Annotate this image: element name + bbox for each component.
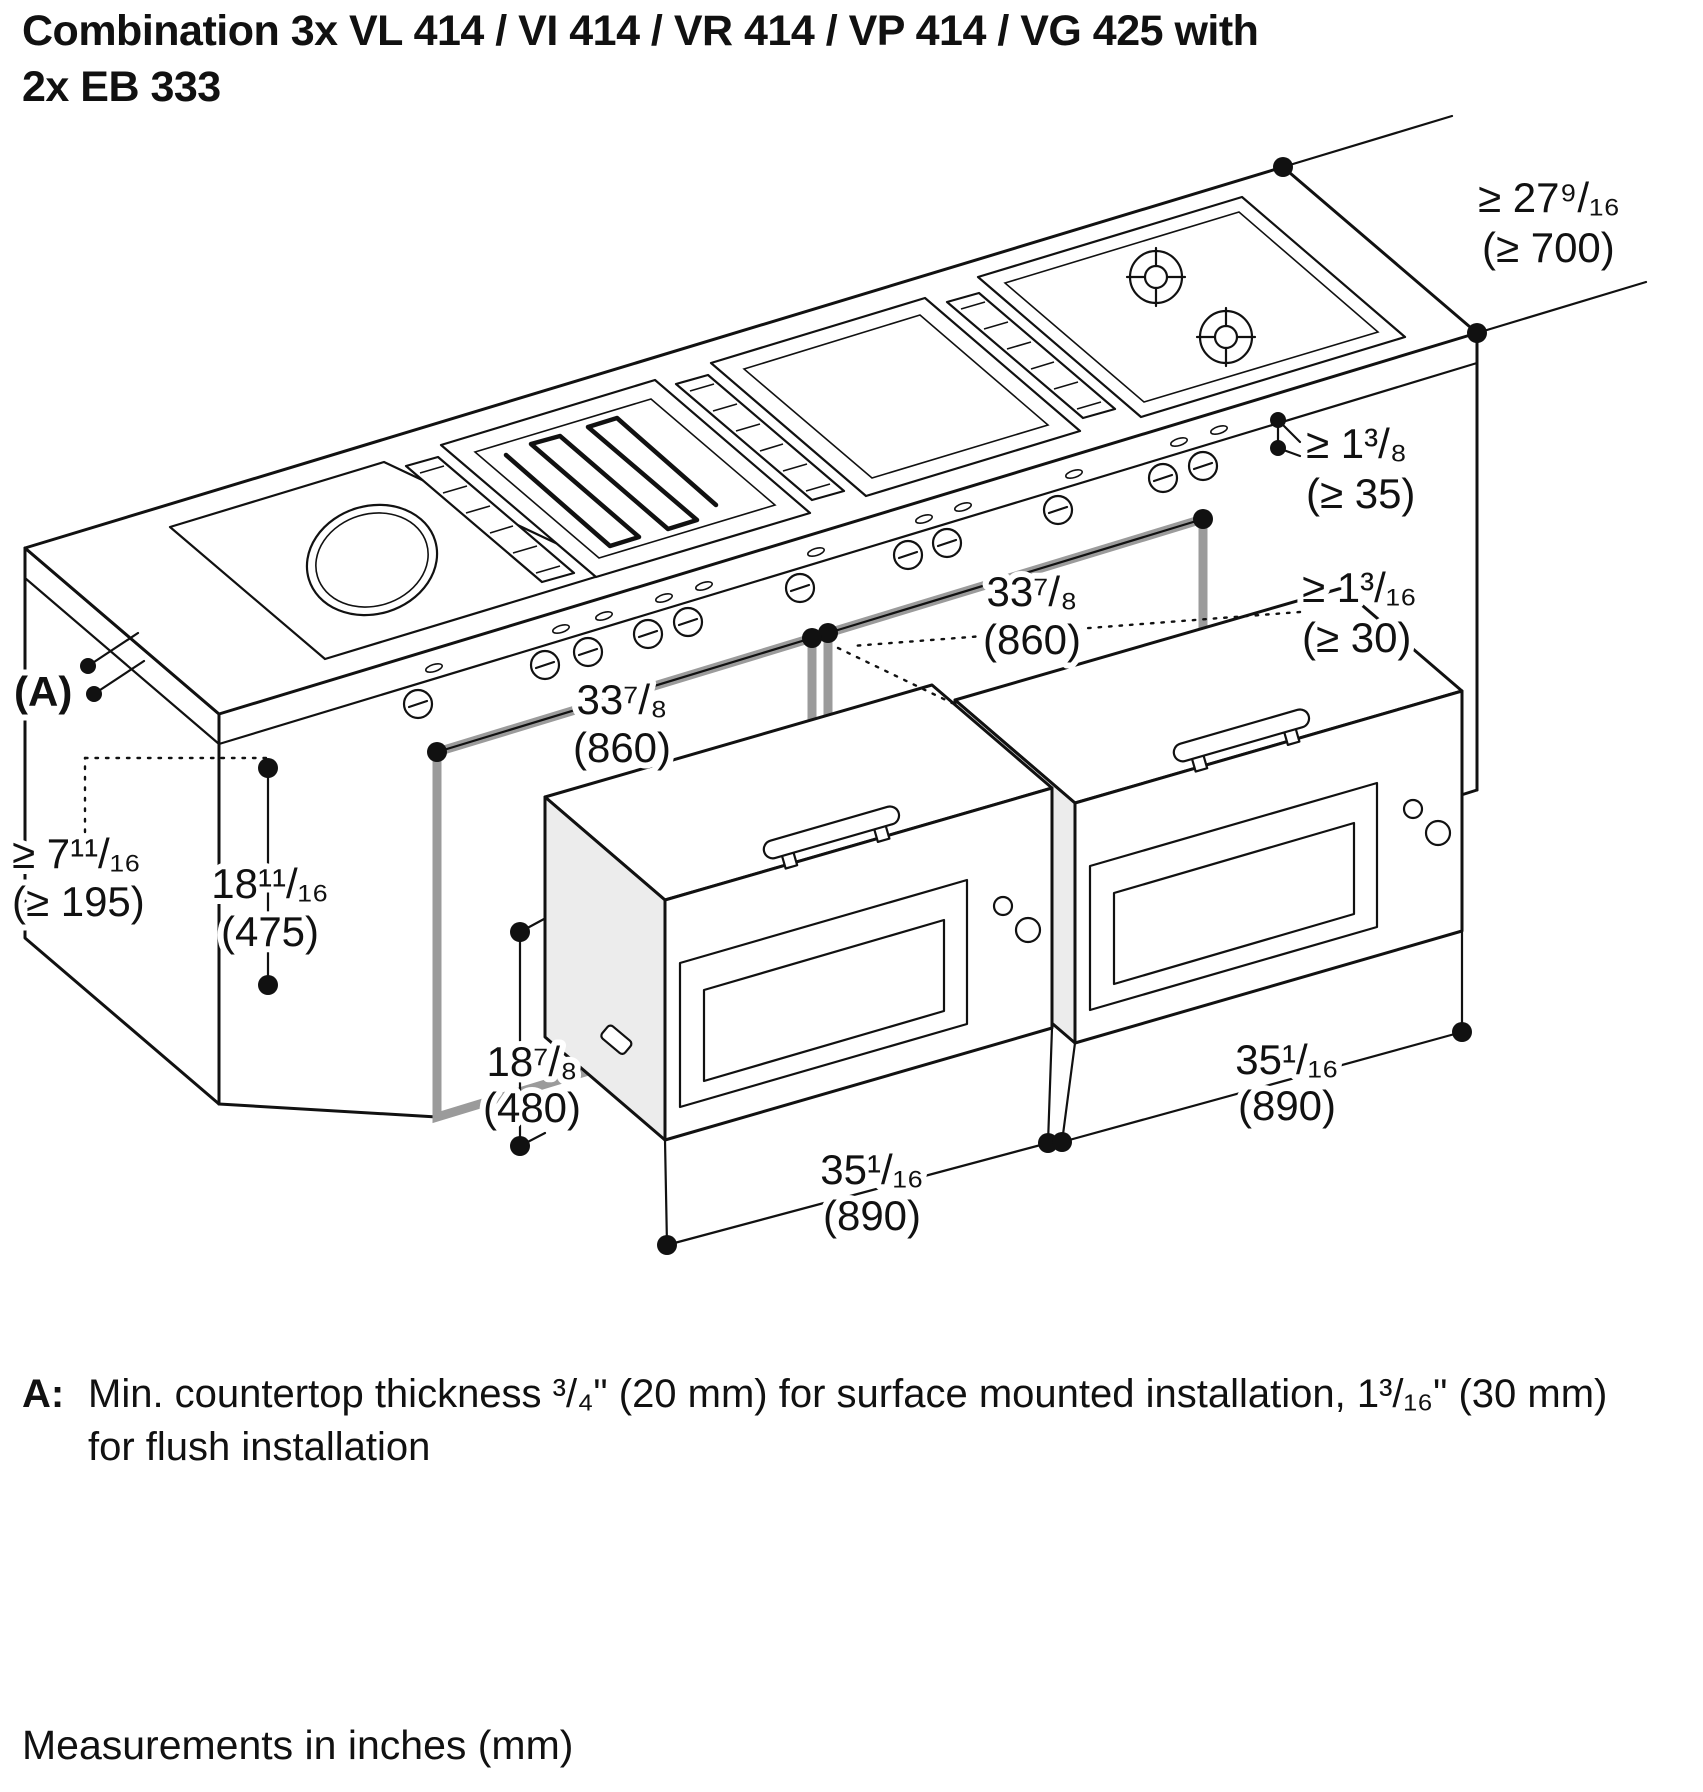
countertop-ref: (A) xyxy=(8,631,146,721)
dim-oven-width-right-mm: (890) xyxy=(1238,1082,1336,1129)
gas-burner-front xyxy=(1195,306,1257,368)
dim-oven-width-right: 35¹/₁₆ (890) xyxy=(1052,929,1472,1152)
dim-cutout-height: 18¹¹/₁₆ (475) xyxy=(205,758,335,995)
units-note: Measurements in inches (mm) xyxy=(22,1722,574,1768)
vent-slot xyxy=(807,547,825,557)
dim-oven-width-left: 35¹/₁₆ (890) xyxy=(657,1026,1058,1255)
countertop-ref-label: (A) xyxy=(14,668,72,715)
vent-slot xyxy=(425,663,443,673)
dim-cutout-height-in: 18¹¹/₁₆ xyxy=(211,860,328,907)
dim-oven-width-right-in: 35¹/₁₆ xyxy=(1235,1036,1338,1083)
module-vent-2 xyxy=(674,373,846,502)
countertop-slab-edge xyxy=(217,361,1479,746)
footnote: A: Min. countertop thickness ³/₄" (20 mm… xyxy=(22,1368,1662,1474)
vent-slot xyxy=(595,611,613,621)
cooktop-modules xyxy=(168,195,1407,661)
dim-cutout-width-right: 33⁷/₈ (860) xyxy=(818,509,1213,669)
module-vent-1 xyxy=(404,455,576,584)
module-gas xyxy=(976,195,1407,419)
dim-oven-width-left-mm: (890) xyxy=(823,1192,921,1239)
dim-cutout-left-mm: (860) xyxy=(573,724,671,771)
dim-oven-height-mm: (480) xyxy=(483,1084,581,1131)
dim-end-clearance: ≥ 7¹¹/₁₆ (≥ 195) xyxy=(6,824,151,931)
vent-slot xyxy=(655,593,673,603)
dim-depth: ≥ 27⁹/₁₆ (≥ 700) xyxy=(1273,114,1648,343)
module-grill xyxy=(439,378,812,579)
page-title-line1: Combination 3x VL 414 / VI 414 / VR 414 … xyxy=(22,7,1259,55)
vent-slots xyxy=(425,425,1228,673)
dim-clearance-in: ≥ 7¹¹/₁₆ xyxy=(12,830,141,877)
dim-cutout-right-mm: (860) xyxy=(983,616,1081,663)
dim-oven-width-left-in: 35¹/₁₆ xyxy=(820,1146,923,1193)
control-knobs xyxy=(402,450,1219,720)
vent-slot xyxy=(695,581,713,591)
dim-depth-in: ≥ 27⁹/₁₆ xyxy=(1478,174,1620,221)
module-wok xyxy=(168,460,617,661)
gas-burner-rear xyxy=(1125,246,1187,308)
dim-gap-mm: (≥ 30) xyxy=(1302,614,1411,661)
dim-cutout-right-in: 33⁷/₈ xyxy=(987,568,1078,615)
page-title-line2: 2x EB 333 xyxy=(22,62,221,111)
dim-cutout-left-in: 33⁷/₈ xyxy=(577,676,668,723)
dim-partition-gap: ≥ 1³/₁₆ (≥ 30) xyxy=(1296,558,1423,667)
vent-slot xyxy=(954,502,972,512)
dim-cutout-width-left: 33⁷/₈ (860) xyxy=(427,628,822,777)
dim-depth-mm: (≥ 700) xyxy=(1482,224,1615,271)
dim-overhang-mm: (≥ 35) xyxy=(1306,470,1415,517)
vent-slot xyxy=(915,514,933,524)
dim-gap-in: ≥ 1³/₁₆ xyxy=(1302,564,1417,611)
dim-cutout-height-mm: (475) xyxy=(221,908,319,955)
wok-ring xyxy=(305,503,439,617)
vent-slot xyxy=(1170,437,1188,447)
footnote-text: Min. countertop thickness ³/₄" (20 mm) f… xyxy=(88,1372,1608,1469)
grill-element xyxy=(503,415,719,549)
vent-slot xyxy=(1210,425,1228,435)
dim-oven-height-in: 18⁷/₈ xyxy=(487,1038,578,1085)
guide-lines xyxy=(83,610,1302,834)
vent-slot xyxy=(1065,469,1083,479)
module-vent-3 xyxy=(945,291,1117,420)
dim-countertop-overhang: ≥ 1³/₈ (≥ 35) xyxy=(1270,412,1421,523)
footnote-ref: A: xyxy=(22,1372,65,1416)
module-teppanyaki xyxy=(709,296,1082,498)
dim-oven-height: 18⁷/₈ (480) xyxy=(477,917,587,1156)
dim-overhang-in: ≥ 1³/₈ xyxy=(1306,420,1407,467)
dim-clearance-mm: (≥ 195) xyxy=(12,878,145,925)
page-title: Combination 3x VL 414 / VI 414 / VR 414 … xyxy=(22,4,1682,116)
vent-slot xyxy=(552,624,570,634)
